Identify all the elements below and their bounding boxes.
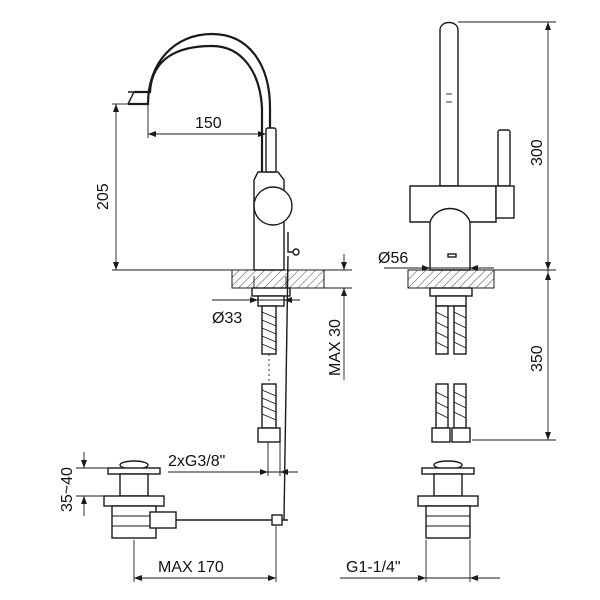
dim-label-2xg38: 2xG3/8" [168, 453, 225, 470]
dim-label-max170: MAX 170 [158, 559, 224, 576]
front-spout [439, 21, 459, 187]
front-waste-valve [417, 460, 479, 539]
dim-label-g114: G1-1/4" [346, 559, 401, 576]
dim-label-max30: MAX 30 [327, 319, 344, 376]
dim-label-350: 350 [529, 345, 546, 372]
dim-label-o33: Ø33 [212, 310, 242, 327]
front-lever [497, 129, 511, 187]
dim-label-35-40: 35~40 [59, 467, 76, 512]
dim-label-300: 300 [529, 139, 546, 166]
side-waste-valve [103, 460, 177, 539]
side-view [103, 32, 325, 539]
side-handle-circle [253, 186, 293, 226]
dimension-lines [76, 21, 556, 582]
front-view [407, 21, 515, 539]
side-countertop [231, 269, 325, 289]
side-lever [265, 127, 277, 173]
side-hoses [257, 305, 281, 443]
front-hoses [431, 305, 471, 443]
front-countertop [407, 269, 495, 289]
side-spout [128, 32, 272, 172]
dim-label-150: 150 [195, 115, 222, 132]
dim-label-205: 205 [95, 183, 112, 210]
dim-label-o56: Ø56 [378, 250, 408, 267]
